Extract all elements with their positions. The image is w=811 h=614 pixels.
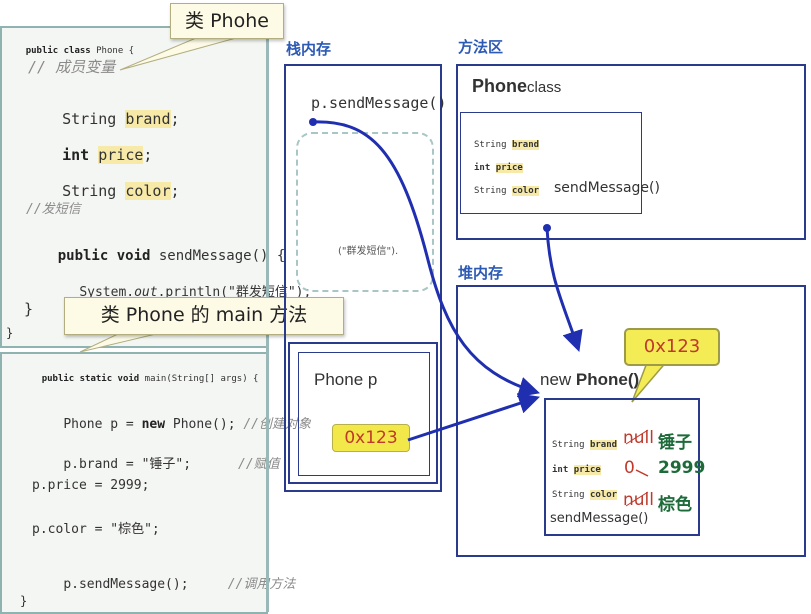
method-area-method: sendMessage() [554,180,660,196]
stack-var-label: Phone p [314,370,378,389]
stack-method-call: p.sendMessage() [311,94,447,112]
heap-object-box [544,398,700,536]
main-line-new: Phone p = new Phone(); //创建对象 [63,417,312,432]
method-area-class-box [460,112,642,214]
main-line-send: p.sendMessage(); //调用方法 [63,577,296,592]
println-line: System.out.println("群发短信"); [79,285,312,300]
heap-field-price: int price [552,465,601,475]
main-frame-outer [288,342,438,484]
field-color-line: String color; [62,182,180,200]
heap-method: sendMessage() [550,511,649,526]
main-code-panel: public static void main(String[] args) {… [0,352,311,614]
method-area-field-price: int price [474,163,523,173]
stack-region [284,64,442,492]
method-area-field-brand: String brand [474,140,540,150]
callout-main-method: 类 Phone 的 main 方法 [64,297,344,335]
heap-default-color: null [623,490,654,510]
field-brand-line: String brand; [62,110,180,128]
arrow-variable-to-object [407,393,540,442]
comment-method: //发短信 [26,202,81,217]
main-line-price: p.price = 2999; [32,478,150,493]
callout-class-phone: 类 Phohe [170,3,284,39]
main-frame-inner [298,352,430,476]
heap-value-color: 棕色 [658,495,692,515]
main-line-brand: p.brand = "锤子"; //赋值 [63,457,280,472]
heap-value-price: 2999 [658,458,706,478]
heap-field-color: String color [552,490,618,500]
method-signature: public void sendMessage() { [57,248,286,264]
method-area-field-color: String color [474,186,540,196]
class-code-panel: public class Phone { // 成员变量 String bran… [0,26,311,348]
heap-object-label: new Phone() [540,370,640,389]
method-area-class-name: Phoneclass [472,76,562,96]
stack-frame-output: ("群发短信"). [338,246,399,257]
heap-title: 堆内存 [458,264,504,282]
heap-field-brand: String brand [552,440,618,450]
main-close-brace: } [20,594,28,608]
heap-object-address: 0x123 [624,328,720,366]
method-close-brace: } [24,300,34,318]
main-line-color: p.color = "棕色"; [32,522,160,537]
heap-default-brand: null [623,428,654,448]
class-close-brace: } [6,326,14,340]
heap-default-price: 0 [624,458,635,478]
method-area-region [456,64,806,240]
heap-value-brand: 锤子 [658,433,692,453]
stack-var-address: 0x123 [332,424,410,452]
comment-members: // 成员变量 [28,58,116,76]
arrow-call-to-object [312,120,541,398]
heap-region [456,285,806,557]
field-price-line: int price; [62,146,153,164]
stack-title: 栈内存 [286,40,332,58]
arrow-class-to-object [545,227,583,352]
class-header: public class Phone { [25,46,135,56]
main-header: public static void main(String[] args) { [41,374,259,384]
method-area-title: 方法区 [458,38,504,56]
